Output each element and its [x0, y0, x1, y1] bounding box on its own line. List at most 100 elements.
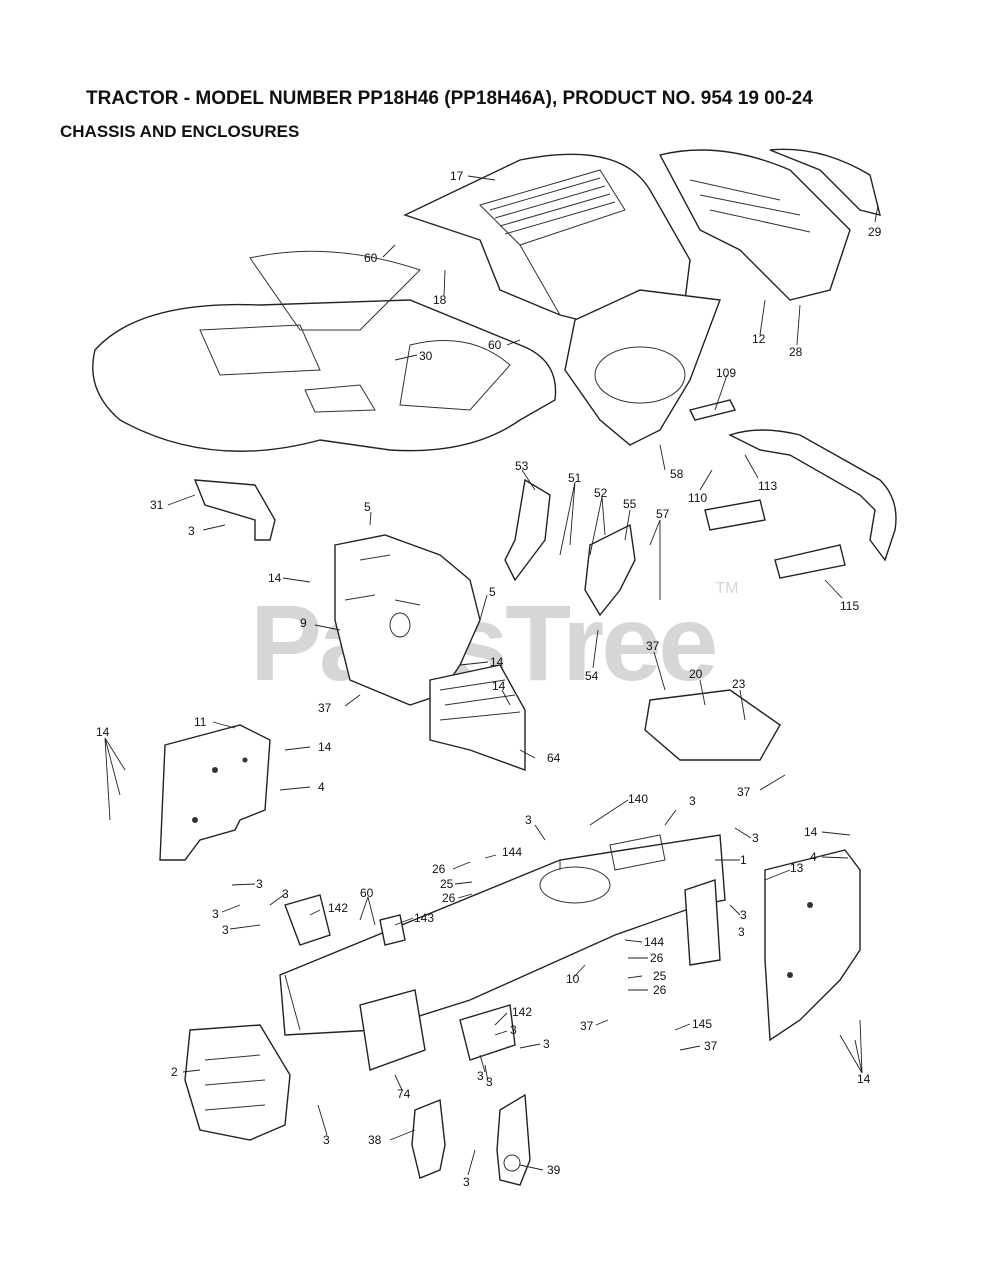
callout-3-f: 3	[282, 887, 289, 901]
callout-28: 28	[789, 345, 803, 359]
front-plate-2-part	[184, 1024, 291, 1141]
callout-11: 11	[194, 715, 207, 729]
callout-31: 31	[150, 498, 164, 512]
callout-3-o: 3	[323, 1133, 330, 1147]
callout-17: 17	[450, 169, 464, 183]
callout-58: 58	[670, 467, 684, 481]
callout-64: 64	[547, 751, 561, 765]
callout-3-k: 3	[510, 1023, 517, 1037]
bracket-39-part	[496, 1093, 531, 1186]
callout-26-c: 26	[650, 951, 664, 965]
callout-3-e: 3	[256, 877, 263, 891]
callout-23: 23	[732, 677, 746, 691]
callout-140: 140	[628, 792, 648, 806]
callout-5: 5	[364, 500, 371, 514]
callout-5-b: 5	[489, 585, 496, 599]
callout-74: 74	[397, 1087, 411, 1101]
leader-lines	[104, 175, 879, 1176]
bracket-55-part	[584, 523, 636, 617]
callout-39: 39	[547, 1163, 561, 1177]
callout-3-d: 3	[752, 831, 759, 845]
callout-20: 20	[689, 667, 703, 681]
callout-38: 38	[368, 1133, 382, 1147]
belt-shield-part	[564, 289, 721, 446]
callout-3-p: 3	[463, 1175, 470, 1189]
callout-109: 109	[716, 366, 736, 380]
callout-10: 10	[566, 972, 580, 986]
callout-57: 57	[656, 507, 670, 521]
bracket-39-hole	[503, 1154, 521, 1172]
callout-12: 12	[752, 332, 766, 346]
callout-14-c: 14	[492, 679, 506, 693]
callout-3-h: 3	[222, 923, 229, 937]
callout-144-b: 144	[644, 935, 664, 949]
callout-4: 4	[318, 780, 325, 794]
callout-37-d: 37	[580, 1019, 594, 1033]
callout-3-g: 3	[212, 907, 219, 921]
callout-52: 52	[594, 486, 608, 500]
callout-55: 55	[623, 497, 637, 511]
callout-110: 110	[688, 491, 707, 505]
callout-26-b: 26	[442, 891, 456, 905]
callout-143: 143	[414, 911, 434, 925]
bracket-38-part	[411, 1099, 446, 1179]
callout-25: 25	[440, 877, 454, 891]
grille-panel-part	[658, 148, 881, 301]
bracket-143-part	[379, 914, 406, 946]
callout-3-c: 3	[689, 794, 696, 808]
trademark-mark: TM	[715, 580, 739, 597]
bracket-31-part	[193, 479, 276, 541]
callout-142-b: 142	[512, 1005, 532, 1019]
callout-113: 113	[758, 479, 777, 493]
callout-1: 1	[740, 853, 747, 867]
callout-14-b: 14	[490, 655, 504, 669]
callout-37-b: 37	[737, 785, 751, 799]
callout-26: 26	[432, 862, 446, 876]
callout-145: 145	[692, 1017, 712, 1031]
callout-14-d: 14	[96, 725, 110, 739]
callout-144: 144	[502, 845, 522, 859]
callout-2: 2	[171, 1065, 178, 1079]
callout-14-f: 14	[804, 825, 818, 839]
callout-51: 51	[568, 471, 582, 485]
plate-74-part	[359, 989, 426, 1071]
callout-3-m: 3	[477, 1069, 484, 1083]
callout-30: 30	[419, 349, 433, 363]
frame-side-plate-part	[684, 879, 721, 966]
console-64-part	[429, 664, 526, 771]
callout-18: 18	[433, 293, 447, 307]
side-panel-13-part	[764, 849, 861, 1042]
callout-3: 3	[188, 524, 195, 538]
front-bumper-part	[688, 399, 897, 579]
callout-60-b: 60	[488, 338, 502, 352]
callout-53: 53	[515, 459, 529, 473]
callout-14-g: 14	[857, 1072, 871, 1086]
callout-142: 142	[328, 901, 348, 915]
callout-115: 115	[840, 599, 859, 613]
fender-deck-part	[92, 250, 557, 452]
callout-37-c: 37	[318, 701, 332, 715]
callout-labels: 17 29 60 18 12 28 30 60 109 113 110 58 3…	[96, 169, 882, 1189]
callout-54: 54	[585, 669, 599, 683]
callout-13: 13	[790, 861, 804, 875]
bracket-53-part	[504, 478, 551, 582]
callout-4-b: 4	[810, 850, 817, 864]
callout-3-i: 3	[740, 908, 747, 922]
callout-60-c: 60	[360, 886, 374, 900]
callout-9: 9	[300, 616, 307, 630]
callout-37: 37	[646, 639, 660, 653]
callout-14-e: 14	[318, 740, 332, 754]
callout-29: 29	[868, 225, 882, 239]
callout-26-d: 26	[653, 983, 667, 997]
callout-3-b: 3	[525, 813, 532, 827]
page-title: TRACTOR - MODEL NUMBER PP18H46 (PP18H46A…	[86, 88, 813, 109]
section-subtitle: CHASSIS AND ENCLOSURES	[60, 122, 300, 141]
bracket-142-upper-part	[284, 894, 331, 946]
callout-3-j: 3	[738, 925, 745, 939]
plate-20-part	[644, 689, 781, 761]
callout-14: 14	[268, 571, 282, 585]
callout-3-l: 3	[543, 1037, 550, 1051]
main-frame-1-part	[279, 834, 726, 1036]
callout-25-b: 25	[653, 969, 667, 983]
